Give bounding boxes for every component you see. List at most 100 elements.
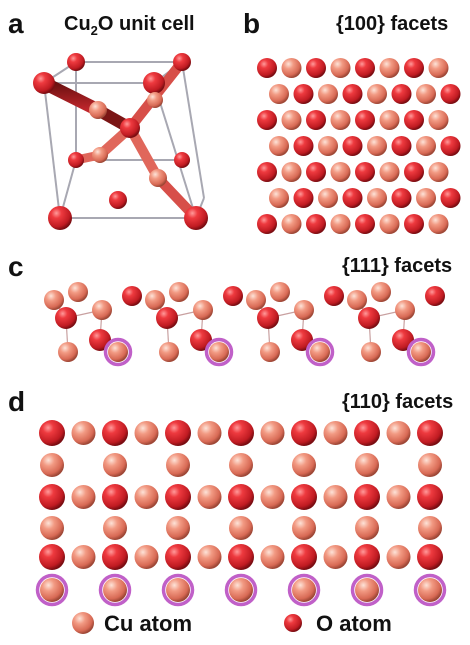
- cu-atom: [418, 578, 442, 602]
- cu-atom: [260, 421, 285, 445]
- o-atom: [39, 420, 65, 446]
- cu-atom: [270, 282, 290, 302]
- cu-atom: [166, 516, 190, 540]
- surface-atom-ring: [413, 573, 447, 607]
- cu-atom: [269, 84, 289, 104]
- o-atom: [355, 162, 375, 182]
- cu-atom: [108, 342, 128, 362]
- surface-atom-ring: [305, 337, 335, 367]
- cu-atom: [260, 545, 285, 569]
- cu-atom: [310, 342, 330, 362]
- panel-a-title-subscript: 2: [90, 23, 98, 38]
- panel-c-label: c: [8, 251, 24, 282]
- panel-d-label: d: [8, 386, 26, 417]
- cu-atom: [367, 188, 387, 208]
- cu-atom: [269, 188, 289, 208]
- legend-o-swatch: [284, 614, 302, 632]
- o-atom: [33, 72, 55, 94]
- o-atom: [354, 484, 380, 510]
- o-atom: [165, 484, 191, 510]
- unit-cell-atoms: [33, 53, 208, 230]
- panel-a-unit-cell: [33, 53, 208, 230]
- panel-a-title: Cu2O unit cell: [64, 14, 195, 37]
- cell-edge: [43, 82, 61, 219]
- o-atom: [404, 214, 424, 234]
- o-atom: [257, 214, 277, 234]
- o-atom: [391, 84, 412, 104]
- surface-atom-ring: [103, 337, 133, 367]
- cu-atom: [229, 516, 253, 540]
- cu-atom: [103, 578, 127, 602]
- cu-atom: [418, 516, 442, 540]
- o-atom: [120, 118, 140, 138]
- cu-atom: [269, 136, 289, 156]
- panel-c-111-facet: [44, 282, 460, 367]
- cu-atom: [318, 84, 338, 104]
- cu-atom: [145, 290, 165, 310]
- cu-atom: [330, 162, 351, 182]
- o-atom: [156, 307, 178, 329]
- cu-atom: [246, 290, 266, 310]
- cu-atom: [71, 421, 96, 445]
- o-atom: [417, 484, 443, 510]
- surface-atom-ring: [161, 573, 195, 607]
- cell-edge: [181, 61, 205, 199]
- o-atom: [306, 162, 326, 182]
- cu-atom: [379, 110, 400, 130]
- o-atom: [355, 110, 375, 130]
- cu-atom: [318, 188, 338, 208]
- cu-atom: [395, 300, 415, 320]
- cu-atom: [330, 214, 351, 234]
- cu-atom: [292, 516, 316, 540]
- o-atom: [102, 544, 128, 570]
- surface-atom-ring: [98, 573, 132, 607]
- cu-atom: [71, 545, 96, 569]
- o-atom: [68, 152, 84, 168]
- cu-atom: [416, 136, 436, 156]
- o-atom: [440, 188, 461, 208]
- panel-b-label: b: [243, 8, 261, 39]
- cu-atom: [318, 136, 338, 156]
- cu-atom: [379, 58, 400, 78]
- surface-atom-ring: [224, 573, 258, 607]
- cu-atom: [416, 188, 436, 208]
- o-atom: [293, 188, 314, 208]
- cu-atom: [103, 453, 127, 477]
- o-atom: [358, 307, 380, 329]
- cu-atom: [418, 453, 442, 477]
- cu-atom: [58, 342, 78, 362]
- surface-atom-ring: [35, 573, 69, 607]
- panel-b-title: {100} facets: [336, 13, 449, 35]
- cu-atom: [147, 92, 163, 108]
- o-atom: [342, 84, 363, 104]
- o-atom: [257, 58, 277, 78]
- cu-atom: [197, 485, 222, 509]
- cell-edge: [153, 82, 197, 219]
- cu-atom: [71, 485, 96, 509]
- o-atom: [291, 484, 317, 510]
- cu-atom: [323, 545, 348, 569]
- cu-atom: [330, 58, 351, 78]
- o-atom: [324, 286, 344, 306]
- o-atom: [102, 420, 128, 446]
- o-atom: [293, 136, 314, 156]
- legend: [72, 612, 302, 634]
- o-atom: [306, 58, 326, 78]
- cu-atom: [89, 101, 107, 119]
- o-atom: [122, 286, 142, 306]
- panel-a-title-prefix: Cu: [64, 13, 91, 35]
- cu-atom: [294, 300, 314, 320]
- cu-atom: [428, 162, 449, 182]
- cu-atom: [281, 110, 302, 130]
- o-atom: [67, 53, 85, 71]
- panel-a-title-suffix: O unit cell: [97, 13, 195, 35]
- o-atom: [306, 214, 326, 234]
- cu-atom: [229, 578, 253, 602]
- o-atom: [417, 420, 443, 446]
- o-atom: [391, 136, 412, 156]
- cu-atom: [260, 485, 285, 509]
- o-atom: [143, 72, 165, 94]
- o-atom: [55, 307, 77, 329]
- o-atom: [173, 53, 191, 71]
- cu-atom: [281, 162, 302, 182]
